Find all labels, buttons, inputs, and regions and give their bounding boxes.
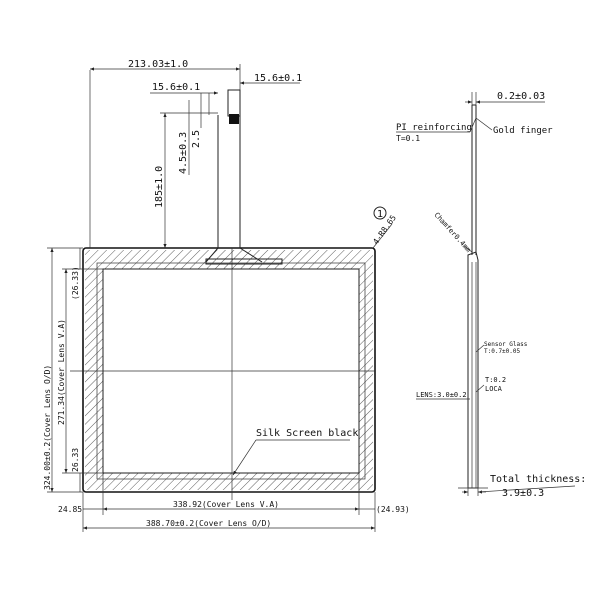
total-thickness-value: 3.9±0.3 — [502, 488, 544, 499]
pi-label: PI reinforcing — [396, 123, 472, 133]
pi-thickness: T=0.1 — [396, 134, 420, 143]
dim-outer-height: 324.00±0.2(Cover Lens O/D) — [43, 365, 52, 490]
dim-va-height: 271.34(Cover Lens V.A) — [57, 319, 66, 425]
dim-tail-v2: 2.5 — [191, 130, 202, 148]
silk-screen-border — [85, 250, 373, 490]
callout-bubble — [373, 206, 387, 220]
front-view: 213.03±1.0 15.6±0.1 15.6±0.1 4.5±0.3 2.5… — [43, 59, 410, 532]
dim-top-width: 213.03±1.0 — [128, 59, 188, 70]
silk-screen-label: Silk Screen black — [256, 428, 358, 439]
dim-tail-pitch: 15.6±0.1 — [152, 82, 200, 93]
cover-lens-outline — [82, 247, 376, 493]
dim-right-margin: (24.93) — [376, 505, 410, 514]
callout-number: 1 — [377, 209, 383, 220]
dim-tail-v1: 4.5±0.3 — [178, 132, 189, 174]
lens-label: LENS:3.0±0.2 — [416, 391, 467, 399]
dim-bottom-margin: 26.33 — [71, 448, 80, 472]
dim-left-margin: 24.85 — [58, 505, 82, 514]
side-view: 0.2±0.03 PI reinforcing T=0.1 Gold finge… — [396, 91, 586, 499]
gold-finger-label: Gold finger — [493, 126, 553, 136]
loca-thickness: T:0.2 — [485, 376, 506, 384]
lens-stack — [467, 251, 479, 489]
dim-top-margin: (26.33) — [71, 266, 80, 300]
sensor-glass-label: Sensor Glass — [484, 341, 528, 348]
dim-va-width: 338.92(Cover Lens V.A) — [173, 500, 279, 509]
dim-tail-right: 15.6±0.1 — [254, 73, 302, 84]
dim-tail-length: 185±1.0 — [154, 166, 165, 208]
total-thickness-label: Total thickness: — [490, 474, 586, 485]
loca-label: LOCA — [485, 385, 503, 393]
fpc-tail — [205, 89, 283, 265]
dim-fpc-thickness: 0.2±0.03 — [497, 91, 545, 102]
dim-outer-width: 388.70±0.2(Cover Lens O/D) — [146, 519, 271, 528]
callout-text: 4-R8.65 — [371, 213, 398, 246]
sensor-thickness: T:0.7±0.05 — [484, 348, 521, 355]
